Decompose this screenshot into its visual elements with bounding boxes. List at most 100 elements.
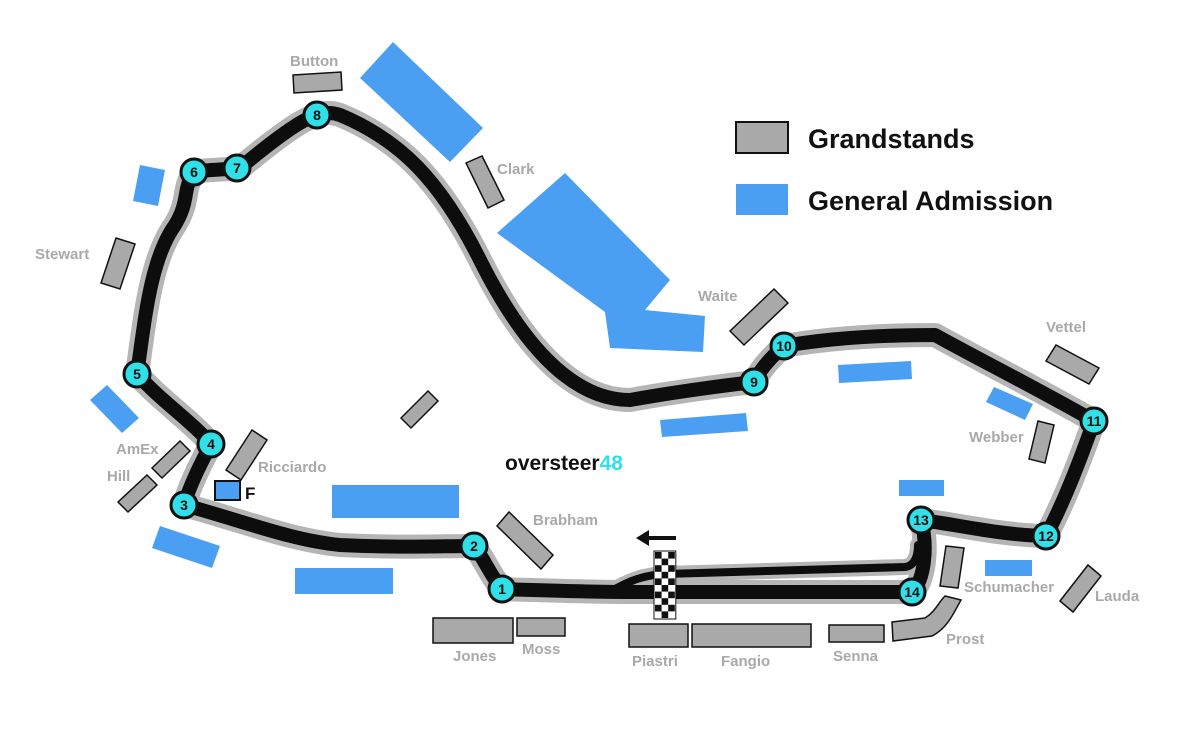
- grandstand-infield: [399, 389, 440, 430]
- checker-square: [661, 611, 669, 618]
- svg-text:1: 1: [498, 581, 506, 597]
- checker-square: [661, 558, 669, 566]
- label-moss: Moss: [522, 641, 560, 658]
- grandstand-amex: [150, 439, 192, 480]
- turn-2-marker: 2: [459, 531, 489, 561]
- grandstand-ricciardo: [224, 428, 269, 482]
- grandstand-fangio: [691, 623, 812, 648]
- label-stewart: Stewart: [35, 246, 89, 263]
- turn-6-marker: 6: [179, 157, 209, 187]
- checker-square: [668, 552, 675, 559]
- label-brabham: Brabham: [533, 512, 598, 529]
- grandstand-jones: [432, 617, 514, 644]
- svg-text:4: 4: [207, 436, 215, 452]
- ga-area-southwest: [152, 526, 220, 568]
- svg-text:9: 9: [750, 374, 758, 390]
- checker-square: [655, 552, 662, 559]
- ga-area-central: [332, 485, 459, 518]
- direction-arrow-icon: [636, 530, 676, 546]
- label-prost: Prost: [946, 631, 984, 648]
- turn-14-marker: 14: [897, 577, 927, 607]
- svg-text:7: 7: [233, 160, 241, 176]
- turn-8-marker: 8: [302, 100, 332, 130]
- legend: Grandstands General Admission: [735, 121, 1053, 216]
- checker-square: [661, 598, 669, 605]
- svg-text:2: 2: [470, 538, 478, 554]
- grandstand-labels: Button Clark Stewart Waite Vettel Webber…: [35, 53, 1140, 670]
- grandstand-lauda: [1058, 563, 1103, 614]
- grandstand-clark: [464, 155, 506, 210]
- first-aid-label: F: [245, 484, 255, 503]
- grandstand-senna: [828, 624, 885, 643]
- grandstand-waite: [728, 287, 790, 347]
- grandstand-hill: [116, 473, 159, 514]
- svg-text:5: 5: [133, 366, 141, 382]
- turn-13-marker: 13: [906, 505, 936, 535]
- label-hill: Hill: [107, 468, 130, 485]
- svg-text:14: 14: [904, 584, 920, 600]
- svg-text:11: 11: [1087, 413, 1102, 429]
- svg-text:12: 12: [1038, 528, 1054, 544]
- grandstand-button: [292, 71, 343, 94]
- label-lauda: Lauda: [1095, 588, 1140, 605]
- turn-10-marker: 10: [769, 331, 799, 361]
- pit-lane: [606, 541, 922, 596]
- svg-text:6: 6: [190, 164, 198, 180]
- svg-text:10: 10: [776, 338, 792, 354]
- grandstands: [100, 71, 1103, 648]
- legend-grandstands-label: Grandstands: [808, 124, 975, 154]
- svg-text:8: 8: [313, 107, 321, 123]
- grandstand-stewart: [100, 237, 136, 290]
- label-webber: Webber: [969, 429, 1024, 446]
- turn-4-marker: 4: [196, 429, 226, 459]
- grandstand-moss: [516, 617, 566, 637]
- turn-12-marker: 12: [1031, 521, 1061, 551]
- label-clark: Clark: [497, 161, 535, 178]
- turn-11-marker: 11: [1079, 406, 1109, 436]
- legend-ga-label: General Admission: [808, 186, 1053, 216]
- first-aid-marker: F: [214, 480, 255, 503]
- ga-area-north-1: [360, 42, 483, 162]
- brand-number: 48: [600, 452, 624, 475]
- svg-text:13: 13: [913, 512, 929, 528]
- checker-square: [668, 565, 675, 572]
- label-piastri: Piastri: [632, 653, 678, 670]
- turn-1-marker: 1: [487, 574, 517, 604]
- ga-area-webber: [986, 387, 1033, 420]
- brand-wordmark: oversteer48: [505, 452, 623, 475]
- turn-markers: 1 2 3 4 5 6 7 8 9 10 11 12 13 14: [122, 100, 1109, 607]
- grandstand-piastri: [628, 623, 689, 648]
- label-senna: Senna: [833, 648, 879, 665]
- ga-area-west: [133, 165, 165, 206]
- start-finish-line: [653, 550, 677, 620]
- label-amex: AmEx: [116, 441, 159, 458]
- turn-9-marker: 9: [739, 367, 769, 397]
- legend-grandstands-swatch: [735, 121, 789, 154]
- ga-area-schumacher: [985, 560, 1032, 576]
- ga-area-south: [295, 568, 393, 594]
- grandstand-webber: [1028, 420, 1055, 464]
- checker-square: [655, 578, 662, 585]
- label-waite: Waite: [698, 288, 737, 305]
- checker-square: [655, 604, 662, 612]
- label-schumacher: Schumacher: [964, 579, 1054, 596]
- turn-7-marker: 7: [222, 153, 252, 183]
- turn-3-marker: 3: [169, 490, 199, 520]
- checker-square: [668, 604, 675, 612]
- checker-square: [661, 571, 669, 579]
- checker-square: [668, 578, 675, 585]
- ga-area-lake: [660, 413, 748, 437]
- grandstand-schumacher: [939, 545, 965, 589]
- grandstand-vettel: [1044, 344, 1101, 385]
- grandstand-brabham: [495, 510, 555, 571]
- label-vettel: Vettel: [1046, 319, 1086, 336]
- ga-area-turn13: [899, 480, 944, 496]
- checker-square: [668, 591, 675, 599]
- brand-name: oversteer: [505, 452, 600, 475]
- general-admission-areas: [90, 42, 1033, 594]
- checker-square: [655, 591, 662, 599]
- legend-ga-swatch: [736, 184, 788, 215]
- ga-area-north-2: [497, 173, 705, 352]
- checker-square: [661, 585, 669, 592]
